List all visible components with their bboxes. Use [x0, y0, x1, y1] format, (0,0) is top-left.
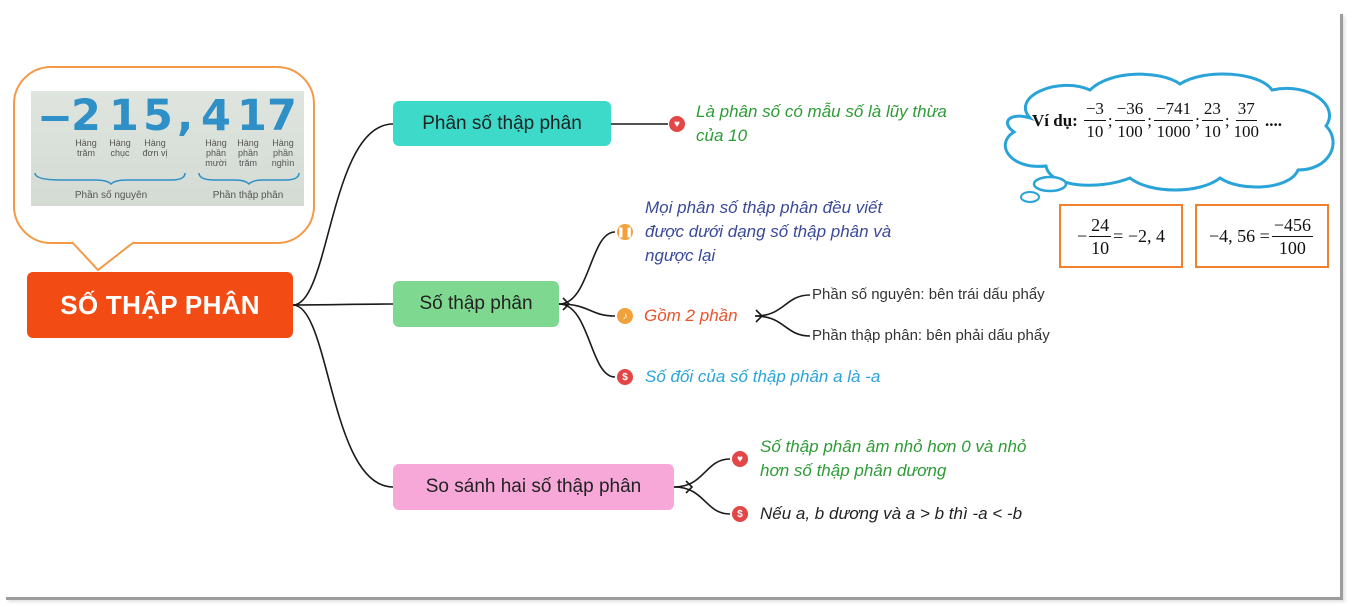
connector-n2-leaf3 — [558, 303, 616, 378]
connector-gom-sub1 — [754, 294, 811, 317]
integer-part-label: Phần số nguyên — [74, 190, 148, 201]
connector-n3-leaf2 — [673, 486, 731, 515]
dollar-icon: $ — [617, 369, 633, 385]
example-cloud — [1003, 72, 1335, 203]
node-so-sanh[interactable]: So sánh hai số thập phân — [393, 464, 674, 510]
leaf-text[interactable]: Mọi phân số thập phân đều viết được dưới… — [645, 198, 892, 265]
chevron-n3 — [685, 480, 694, 494]
sub-leaf-text[interactable]: Phần số nguyên: bên trái dấu phẩy — [812, 286, 1045, 303]
digit: 5 — [143, 91, 173, 141]
leaf-text[interactable]: Số đối của số thập phân a là -a — [645, 367, 881, 386]
chevron-n2 — [562, 297, 571, 311]
digit: 7 — [267, 91, 297, 141]
connector-root-n1 — [292, 123, 394, 306]
connector-root-n3 — [292, 304, 394, 488]
comma: , — [177, 91, 194, 141]
heart-icon: ♥ — [669, 116, 685, 132]
digit: 2 — [71, 91, 101, 141]
leaf-text[interactable]: Gồm 2 phần — [644, 306, 738, 325]
node-label: Phân số thập phân — [422, 112, 582, 134]
node-label: Số thập phân — [419, 293, 533, 314]
cloud-prefix: Ví dụ: — [1032, 110, 1078, 130]
brace-lines — [34, 172, 300, 185]
connector-n2-leaf1 — [558, 231, 616, 305]
page-frame — [6, 14, 1343, 600]
sub-leaf-text[interactable]: Phần thập phân: bên phải dấu phẩy — [812, 327, 1050, 344]
connector-n3-leaf1 — [673, 458, 731, 488]
leaf-text[interactable]: Nếu a, b dương và a > b thì -a < -b — [760, 504, 1023, 523]
leaf-text[interactable]: Số thập phân âm nhỏ hơn 0 và nhỏ hơn số … — [760, 437, 1027, 480]
connector-n2-leaf2 — [558, 303, 616, 317]
digit: 1 — [109, 91, 139, 141]
dollar-icon: $ — [732, 506, 748, 522]
heart-icon: ♥ — [732, 451, 748, 467]
digit: 1 — [237, 91, 267, 141]
pause-icon: ❚❚ — [617, 224, 633, 240]
root-label: SỐ THẬP PHÂN — [60, 289, 260, 320]
root-node[interactable]: SỐ THẬP PHÂN — [27, 272, 293, 338]
leaf-text[interactable]: Là phân số có mẫu số là lũy thừa của 10 — [696, 102, 947, 145]
bell-icon: ♪ — [617, 308, 633, 324]
decimal-part-label: Phần thập phân — [212, 190, 284, 201]
minus-sign: − — [37, 93, 74, 143]
callout-pointer — [71, 240, 135, 272]
connector-gom-sub2 — [754, 315, 811, 337]
node-phan-so-thap-phan[interactable]: Phân số thập phân — [393, 101, 611, 146]
digit: 4 — [201, 91, 231, 141]
node-label: So sánh hai số thập phân — [425, 476, 642, 497]
chevron-gom — [755, 309, 764, 323]
node-so-thap-phan[interactable]: Số thập phân — [393, 281, 559, 327]
connector-root-n2 — [292, 303, 394, 306]
